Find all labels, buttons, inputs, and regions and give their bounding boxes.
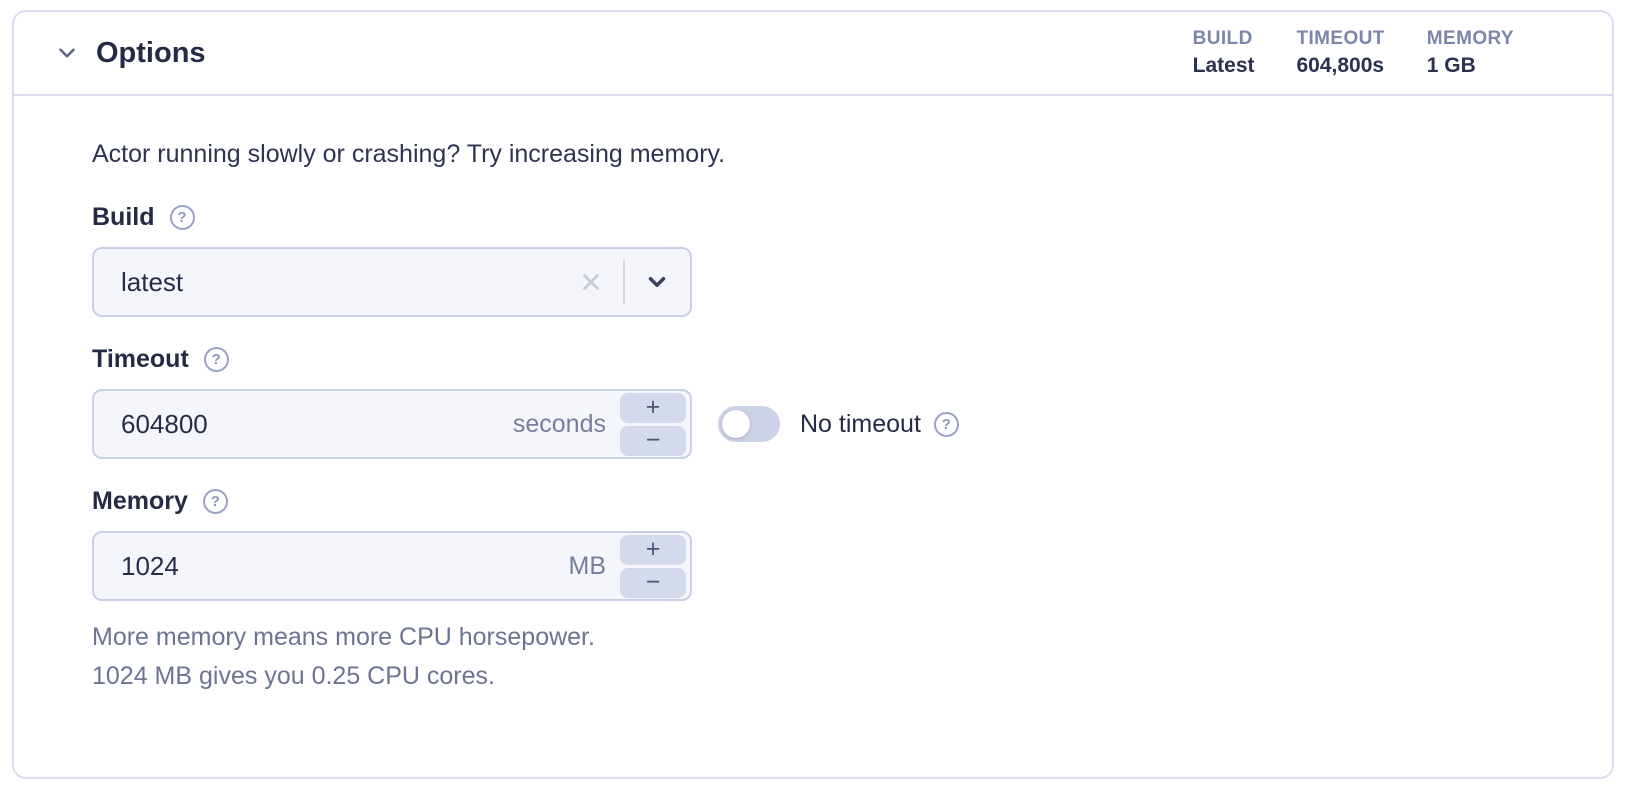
no-timeout-help-icon[interactable]: ? [933, 411, 959, 437]
toggle-knob [722, 410, 750, 438]
stat-memory-label: MEMORY [1426, 28, 1514, 49]
options-panel-header: Options BUILD Latest TIMEOUT 604,800s ME… [14, 12, 1612, 96]
no-timeout-label: No timeout [800, 409, 921, 438]
timeout-control-row: seconds + − No timeout ? [92, 389, 1534, 459]
build-label-row: Build ? [92, 203, 1534, 232]
timeout-increment-button[interactable]: + [620, 392, 686, 423]
memory-helper-line-2: 1024 MB gives you 0.25 CPU cores. [92, 662, 495, 690]
memory-label: Memory [92, 487, 188, 515]
build-dropdown-button[interactable] [644, 269, 670, 295]
timeout-field-group: Timeout ? seconds + − No timeout ? [92, 345, 1534, 459]
options-panel: Options BUILD Latest TIMEOUT 604,800s ME… [12, 10, 1614, 779]
timeout-label-row: Timeout ? [92, 345, 1534, 374]
options-panel-body: Actor running slowly or crashing? Try in… [14, 96, 1612, 696]
no-timeout-toggle[interactable] [718, 406, 780, 442]
stat-build: BUILD Latest [1193, 28, 1255, 78]
x-clear-icon [580, 271, 602, 293]
memory-help-icon[interactable]: ? [202, 489, 228, 514]
memory-hint-text: Actor running slowly or crashing? Try in… [92, 140, 726, 168]
collapse-section-button[interactable] [52, 38, 82, 68]
timeout-input-box: seconds + − [92, 389, 692, 459]
chevron-down-icon [54, 40, 80, 66]
memory-input-box: MB + − [92, 531, 692, 601]
memory-decrement-button[interactable]: − [620, 567, 686, 598]
build-help-icon[interactable]: ? [169, 205, 195, 230]
stat-timeout-label: TIMEOUT [1296, 28, 1385, 49]
build-select[interactable]: latest [92, 247, 692, 317]
build-clear-button[interactable] [580, 271, 602, 293]
select-divider [623, 260, 625, 304]
timeout-help-icon[interactable]: ? [203, 347, 229, 372]
memory-stepper: + − [620, 534, 686, 598]
stat-build-value: Latest [1192, 54, 1255, 77]
timeout-decrement-button[interactable]: − [620, 425, 686, 456]
chevron-down-icon [644, 269, 670, 295]
stat-timeout-value: 604,800s [1296, 54, 1385, 77]
timeout-stepper: + − [620, 392, 686, 456]
memory-helper-text: More memory means more CPU horsepower. 1… [92, 618, 1534, 696]
build-label: Build [92, 203, 155, 231]
memory-increment-button[interactable]: + [620, 534, 686, 565]
build-field-group: Build ? latest [92, 203, 1534, 317]
panel-title: Options [96, 36, 206, 69]
memory-helper-line-1: More memory means more CPU horsepower. [92, 623, 595, 651]
memory-label-row: Memory ? [92, 487, 1534, 516]
memory-input[interactable] [121, 550, 421, 582]
stat-memory: MEMORY 1 GB [1427, 28, 1514, 78]
timeout-input[interactable] [121, 408, 421, 440]
stat-memory-value: 1 GB [1426, 54, 1476, 77]
build-select-value: latest [121, 266, 184, 297]
memory-field-group: Memory ? MB + − More memory means more C… [92, 487, 1534, 696]
timeout-unit-suffix: seconds [512, 409, 606, 438]
timeout-label: Timeout [92, 345, 189, 373]
stat-timeout: TIMEOUT 604,800s [1297, 28, 1385, 78]
header-stats: BUILD Latest TIMEOUT 604,800s MEMORY 1 G… [1193, 28, 1514, 78]
memory-unit-suffix: MB [568, 551, 607, 580]
stat-build-label: BUILD [1192, 28, 1253, 49]
